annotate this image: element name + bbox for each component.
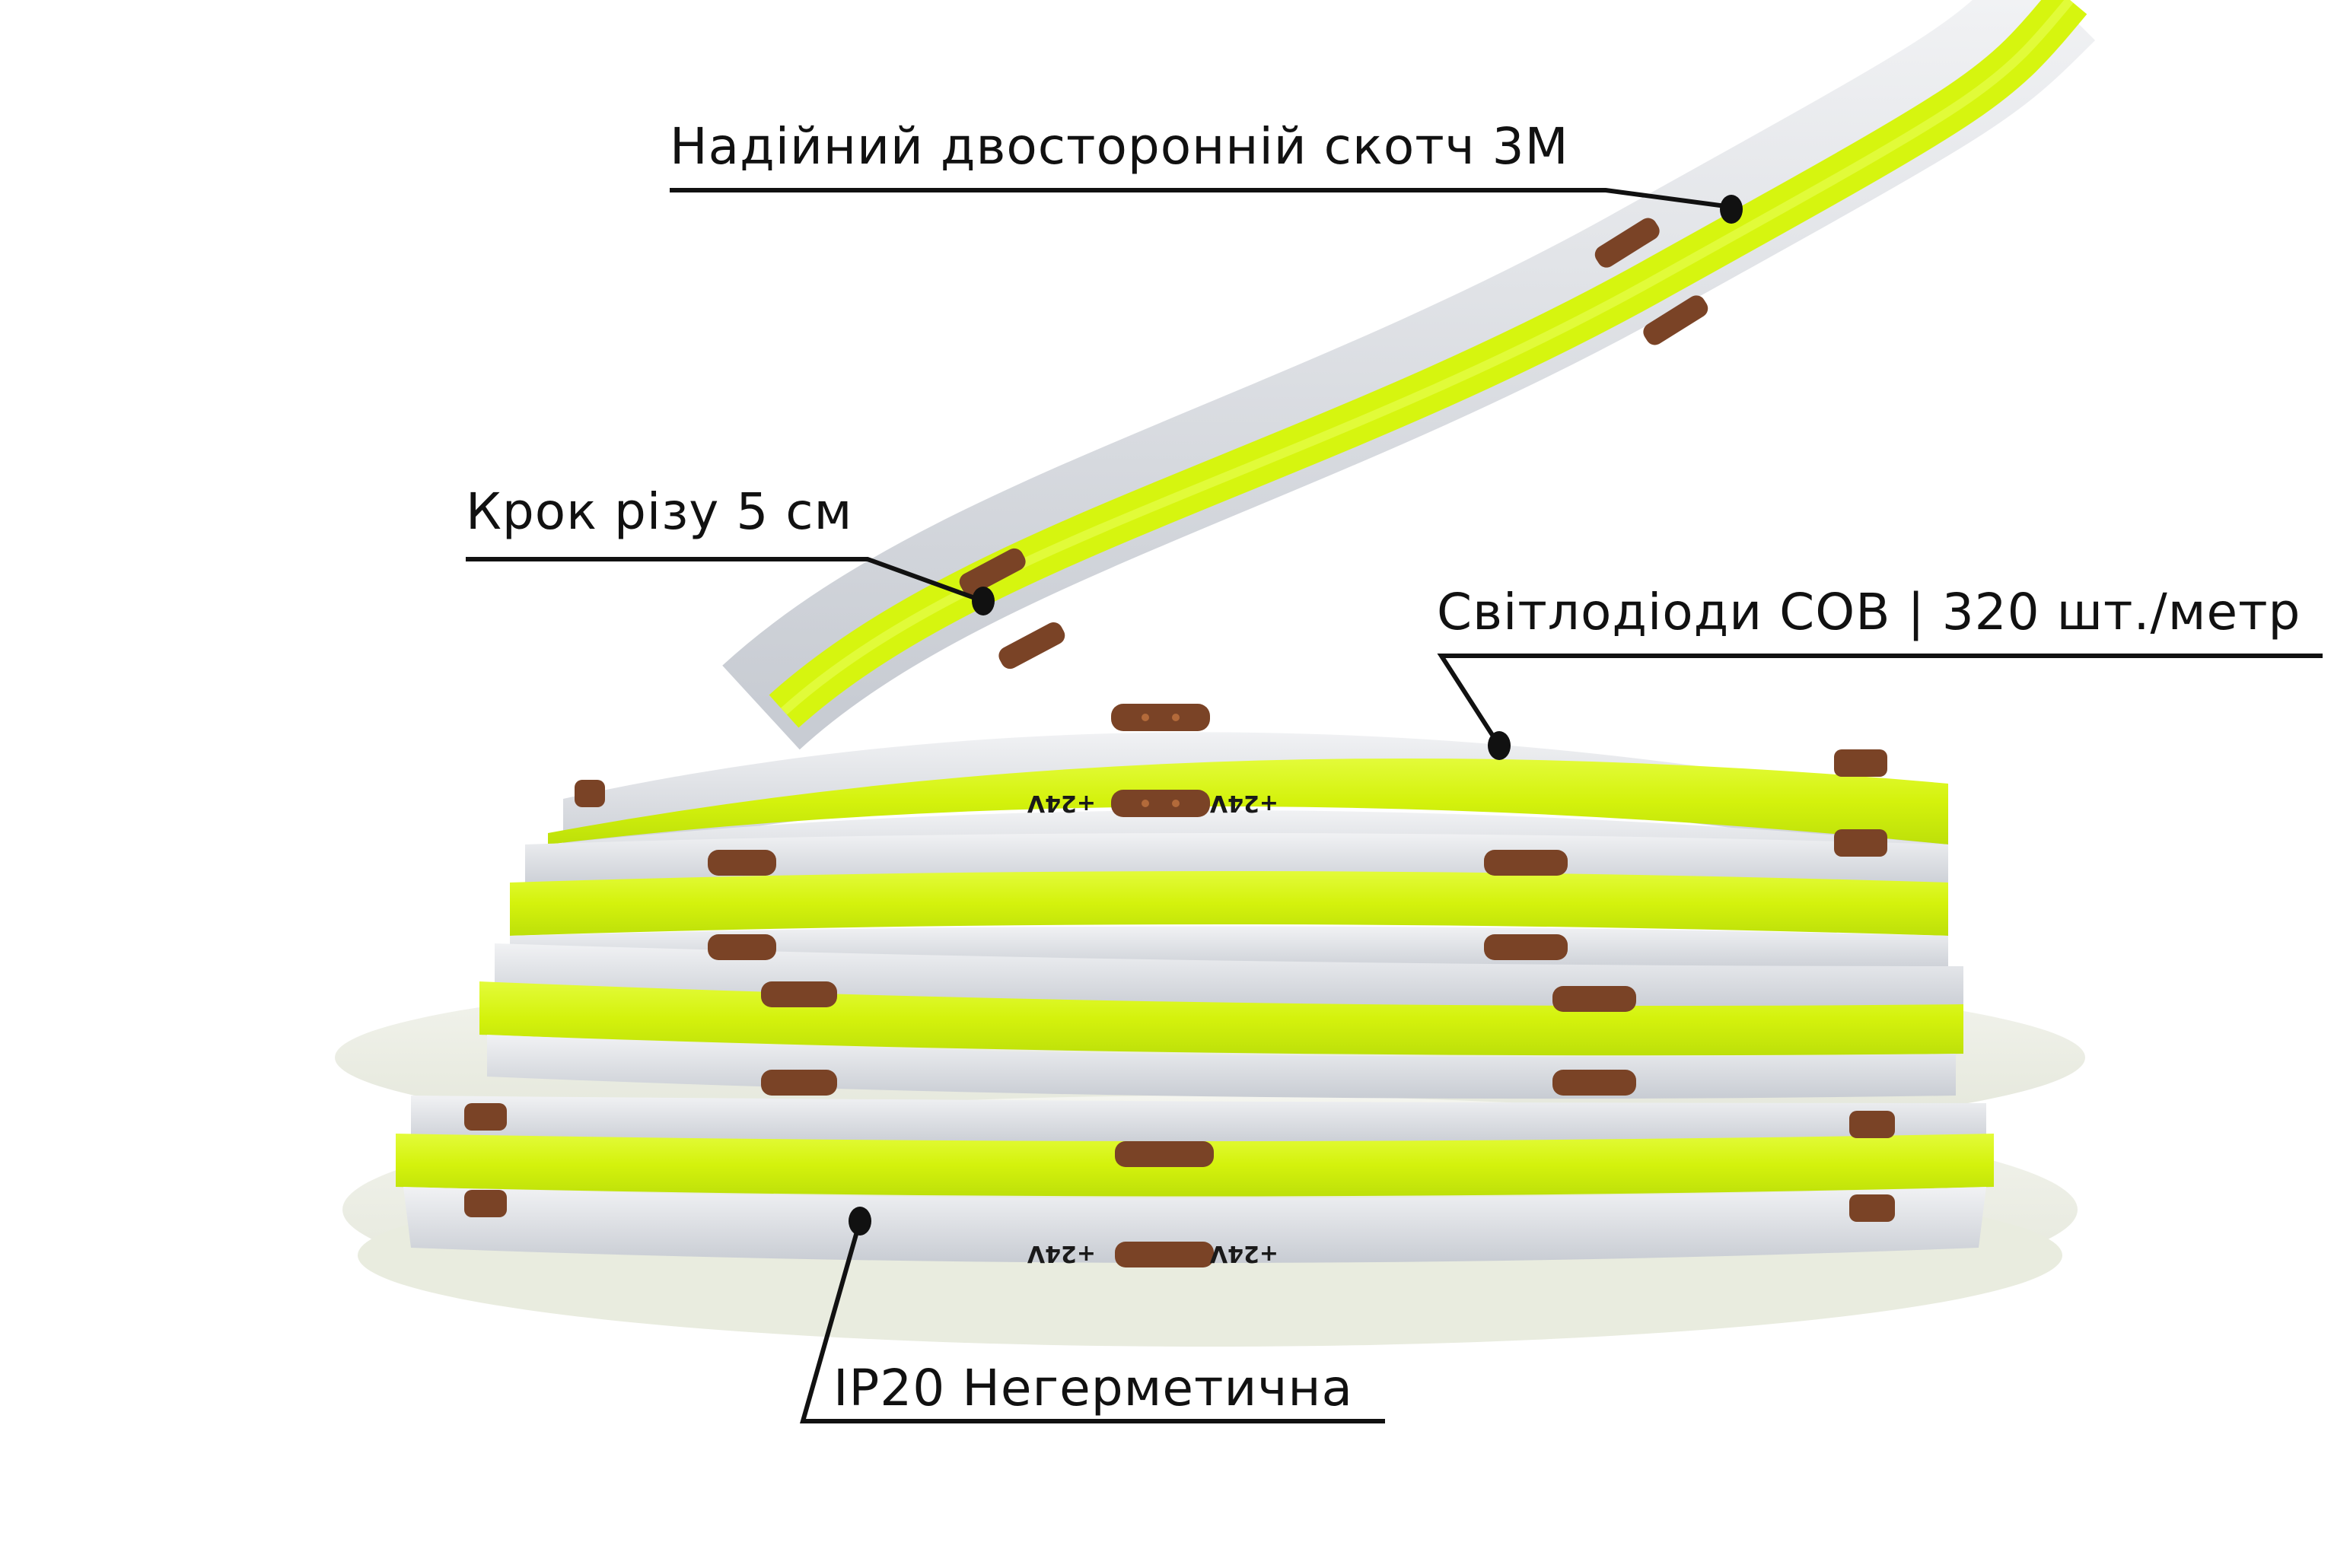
ip-leader-line xyxy=(800,1220,1385,1423)
svg-text:+24V: +24V xyxy=(1209,1240,1278,1267)
callout-label-tape: Надійний двосторонній скотч 3М xyxy=(670,117,1569,176)
solder-pad xyxy=(1594,218,1708,345)
leds-leader-line xyxy=(1437,654,2323,747)
tape-leader-line xyxy=(670,188,1732,209)
voltage-markings: +24V +24V +24V +24V xyxy=(1027,790,1278,1267)
callout-dots xyxy=(849,195,1743,1236)
solder-pads xyxy=(464,704,1895,1267)
svg-text:+24V: +24V xyxy=(1027,790,1096,816)
tape-marker-dot xyxy=(1720,195,1743,224)
callout-label-ip: IP20 Негерметична xyxy=(833,1359,1353,1417)
callout-label-cut: Крок різу 5 см xyxy=(466,482,853,541)
ip-marker-dot xyxy=(849,1207,871,1236)
coil-layer-3 xyxy=(479,943,1963,1099)
leds-marker-dot xyxy=(1488,731,1511,760)
callout-lines xyxy=(466,188,2323,1423)
strip-tail xyxy=(722,0,2096,750)
svg-text:+24V: +24V xyxy=(1027,1240,1096,1267)
solder-pad xyxy=(959,548,1065,670)
svg-text:+24V: +24V xyxy=(1209,790,1278,816)
cut-leader-line xyxy=(466,557,985,603)
pad-dots xyxy=(1142,714,1180,807)
cut-marker-dot xyxy=(972,587,995,615)
callout-label-leds: Світлодіоди COB | 320 шт./метр xyxy=(1437,583,2301,641)
coil-layer-4 xyxy=(396,1096,1994,1263)
